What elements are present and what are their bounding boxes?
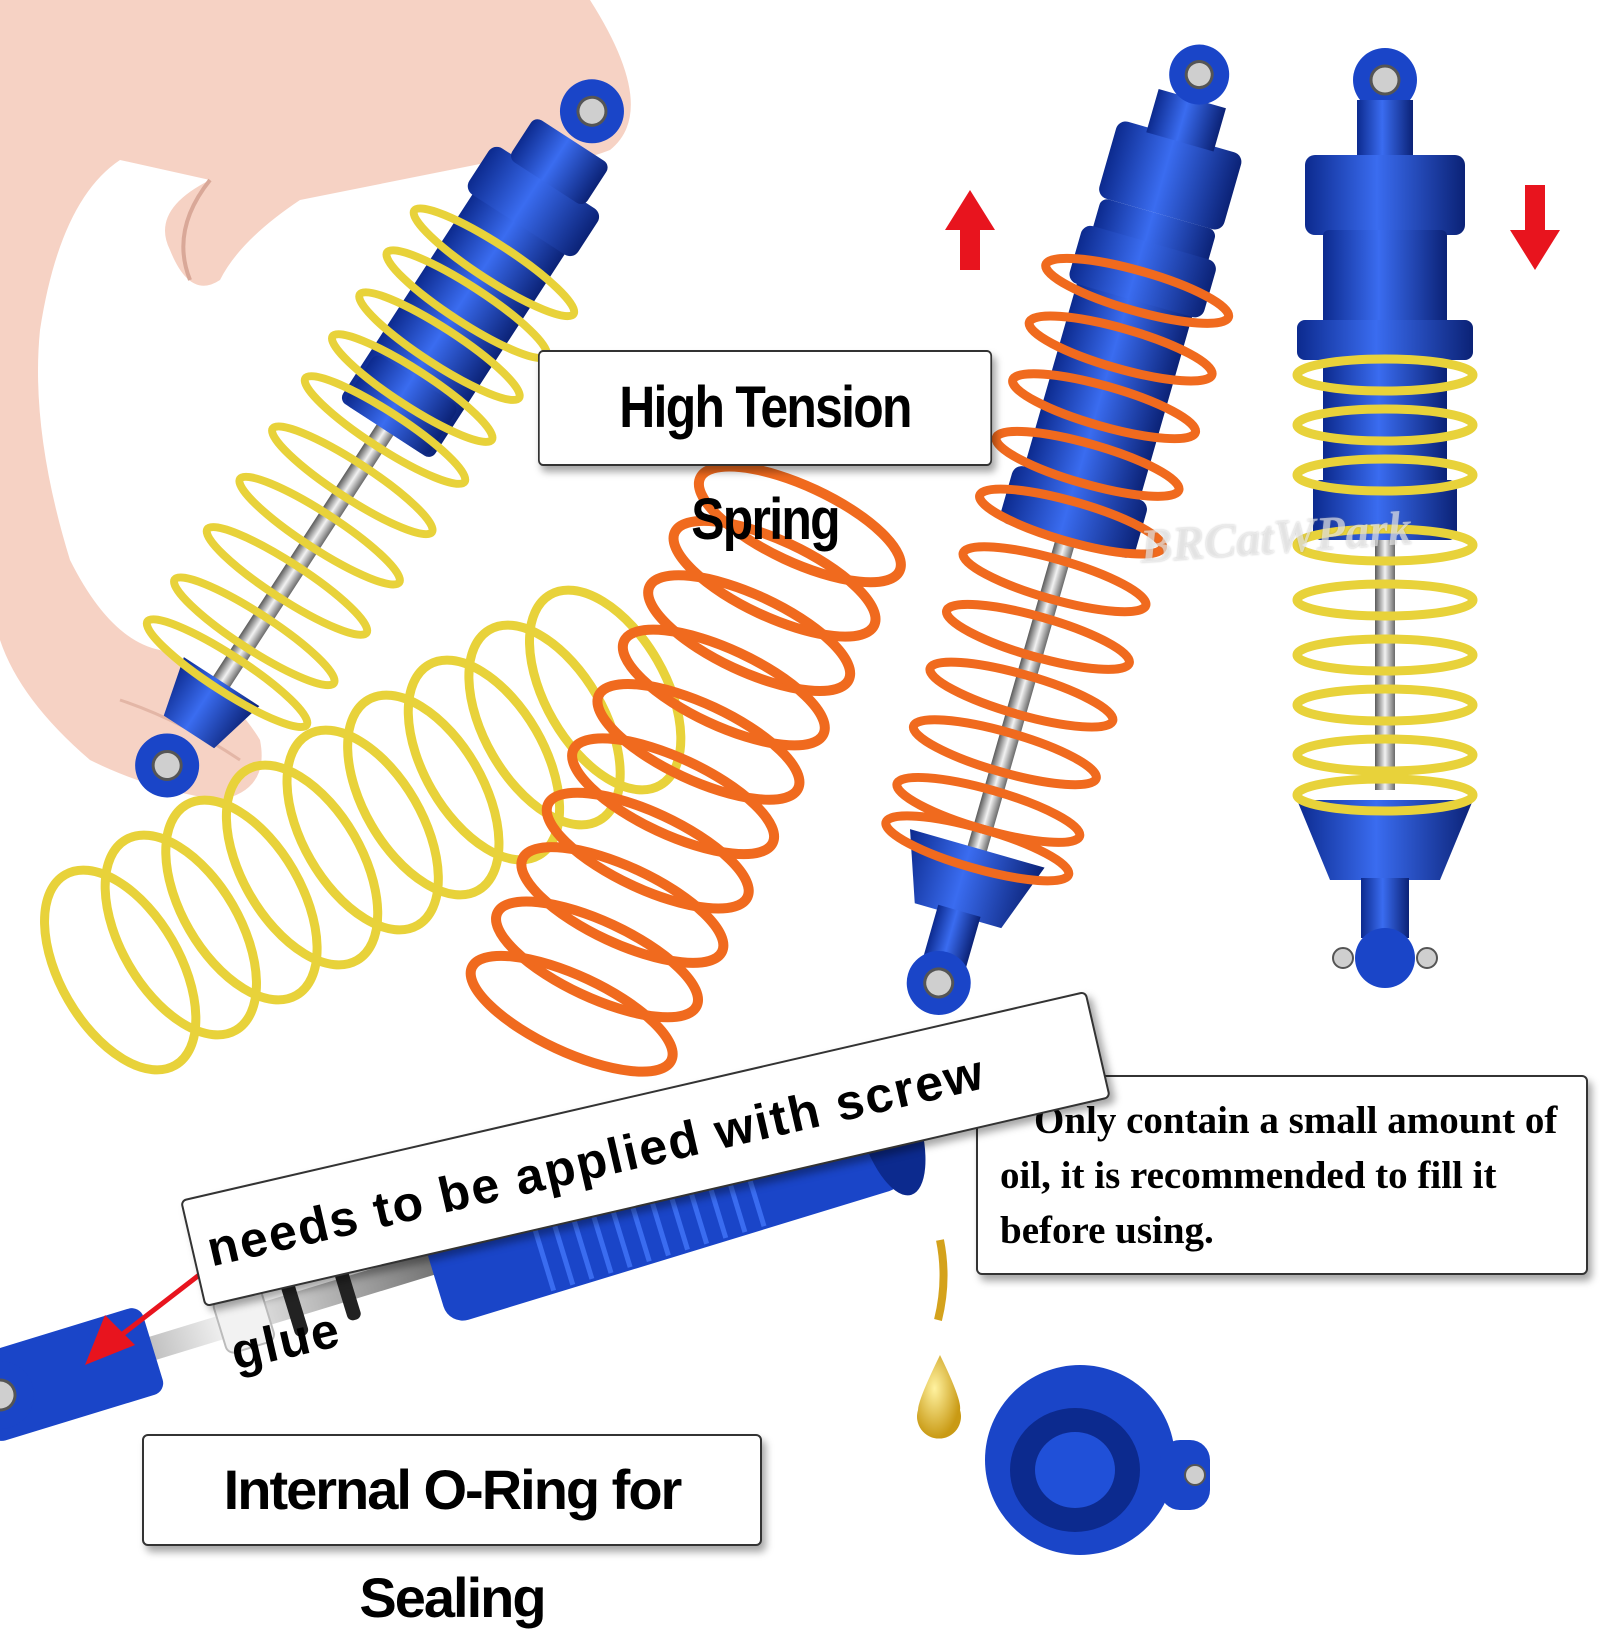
shock-cap [985,1365,1210,1555]
shock-absorber-vertical [1292,48,1478,988]
orange-spring [465,461,906,1077]
gold-spring [40,585,686,1075]
internal-oring-label: Internal O-Ring for Sealing [142,1434,762,1629]
high-tension-spring-label: High Tension Spring [538,350,993,552]
oil-stream [934,1239,948,1321]
shock-absorber-held [135,79,624,798]
shock-absorber-orange [881,44,1242,1015]
arrow-down-icon [1510,185,1560,270]
oil-drop [916,1355,962,1439]
arrow-up-icon [945,190,995,270]
oil-note-label: Only contain a small amount of oil, it i… [976,1075,1588,1275]
hand [0,0,631,800]
